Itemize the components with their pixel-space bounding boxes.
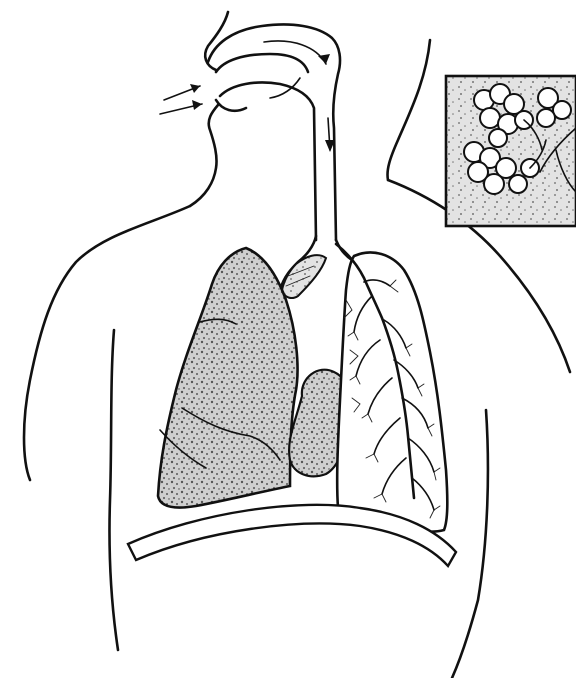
- left-lung: [158, 248, 298, 508]
- airflow-arrows: [160, 41, 335, 152]
- alveoli-inset: [446, 76, 576, 226]
- right-lung: [337, 252, 447, 531]
- trachea: [280, 236, 352, 298]
